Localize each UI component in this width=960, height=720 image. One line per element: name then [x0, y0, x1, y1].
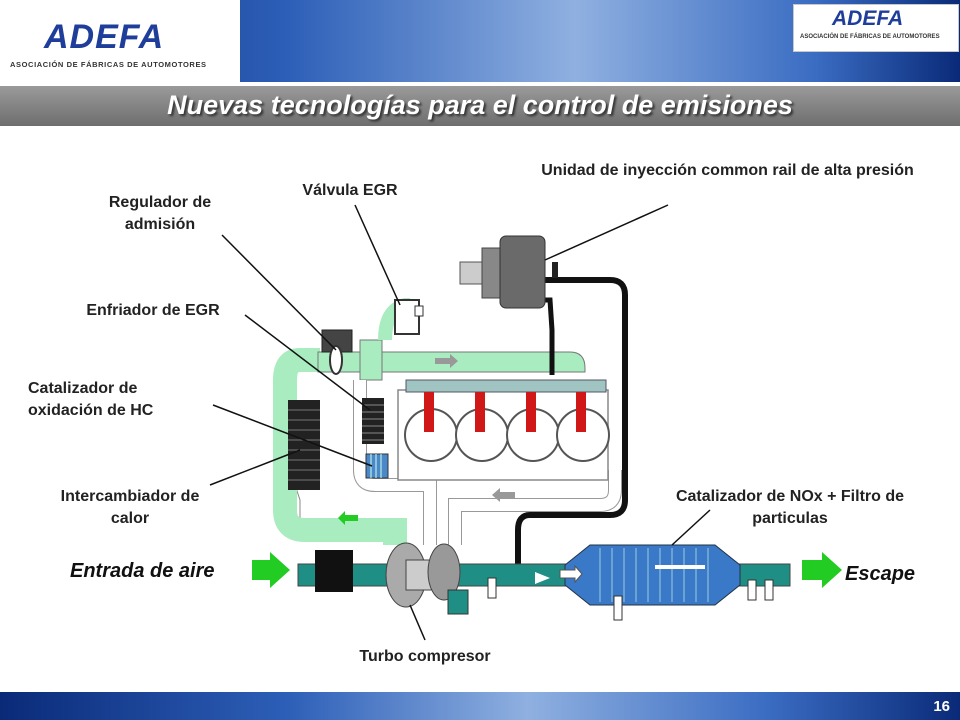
label-escape: Escape: [845, 563, 916, 585]
slide-title: Nuevas tecnologías para el control de em…: [167, 90, 793, 120]
catalyst-highlight: [655, 565, 705, 569]
leader-intercambiador: [209, 449, 301, 486]
leader-unidad: [544, 204, 669, 261]
label-catalizador-nox: Catalizador de NOx + Filtro de particula…: [675, 488, 905, 527]
pump-pulley: [459, 261, 483, 285]
catalyst-cells: [599, 548, 709, 602]
brand-name-small: ADEFA: [832, 7, 904, 30]
adefa-logo: ADEFA ASOCIACIÓN DE FÁBRICAS DE AUTOMOTO…: [0, 0, 240, 82]
leader-enfriador: [244, 314, 371, 411]
injector-2: [475, 392, 485, 432]
brand-subtitle-small: ASOCIACIÓN DE FÁBRICAS DE AUTOMOTORES: [800, 34, 940, 40]
exhaust-duct: [457, 563, 577, 587]
pump-to-rail-line: [545, 297, 555, 375]
tailpipe: [734, 563, 791, 587]
injection-pump: [499, 235, 546, 309]
label-enfriador-egr: Enfriador de EGR: [86, 302, 220, 319]
page-number: 16: [933, 698, 950, 715]
label-valvula-egr: Válvula EGR: [302, 182, 398, 199]
sensor-1: [487, 577, 497, 599]
regulator-valve: [329, 345, 343, 375]
injector-4: [576, 392, 586, 432]
label-catalizador-hc: Catalizador de oxidación de HC: [28, 380, 154, 419]
injector-3: [526, 392, 536, 432]
exhaust-pipe: [354, 380, 436, 545]
title-bar: Nuevas tecnologías para el control de em…: [0, 86, 960, 126]
high-pressure-line: [515, 277, 628, 565]
egr-pipe-vertical: [359, 339, 383, 381]
air-filter: [315, 550, 353, 592]
intercooler: [288, 400, 320, 490]
sensor-3: [747, 579, 757, 601]
nox-catalyst-dpf: [564, 544, 741, 606]
air-inlet-arrow: [252, 552, 290, 588]
pump-flange: [481, 247, 503, 299]
leader-valvula: [354, 204, 401, 306]
brand-name: ADEFA: [44, 18, 165, 56]
leader-regulador: [221, 234, 337, 351]
exhaust-flow-arrow: [535, 572, 550, 584]
leader-catalizador-nox: [671, 509, 711, 546]
exhaust-outlet-arrow: [802, 552, 842, 588]
sensor-4: [764, 579, 774, 601]
flow-arrow-green: [338, 511, 358, 525]
label-unidad-inyeccion: Unidad de inyección common rail de alta …: [541, 162, 914, 179]
egr-valve-actuator: [414, 305, 424, 317]
label-entrada-aire: Entrada de aire: [70, 560, 215, 582]
footer-banner: 16: [0, 692, 960, 720]
brand-subtitle: ASOCIACIÓN DE FÁBRICAS DE AUTOMOTORES: [10, 60, 207, 69]
flow-arrow-exhaust: [492, 488, 515, 502]
leader-catalizador-hc: [212, 404, 373, 467]
leader-turbo: [409, 604, 426, 641]
pump-connector: [552, 262, 558, 278]
egr-valve: [394, 299, 420, 335]
header-banner: ADEFA ASOCIACIÓN DE FÁBRICAS DE AUTOMOTO…: [0, 0, 960, 82]
injector-1: [424, 392, 434, 432]
turbo-turbine-wheel: [427, 543, 461, 601]
exhaust-flow-arrow-2: [559, 564, 583, 584]
flow-arrow-intake: [435, 354, 458, 368]
fuel-rail: [405, 379, 607, 393]
adefa-logo-small: ADEFA ASOCIACIÓN DE FÁBRICAS DE AUTOMOTO…: [793, 4, 959, 52]
label-intercambiador: Intercambiador de calor: [60, 488, 200, 527]
label-turbo-compresor: Turbo compresor: [359, 648, 491, 665]
sensor-2: [613, 595, 623, 621]
hc-catalyst: [365, 453, 389, 479]
turbo-wastegate: [447, 589, 469, 615]
label-regulador-admision: Regulador de admisión: [108, 194, 212, 233]
egr-cooler-fins: [362, 404, 384, 441]
exhaust-return: [449, 470, 621, 545]
intake-pipe: [273, 348, 407, 545]
